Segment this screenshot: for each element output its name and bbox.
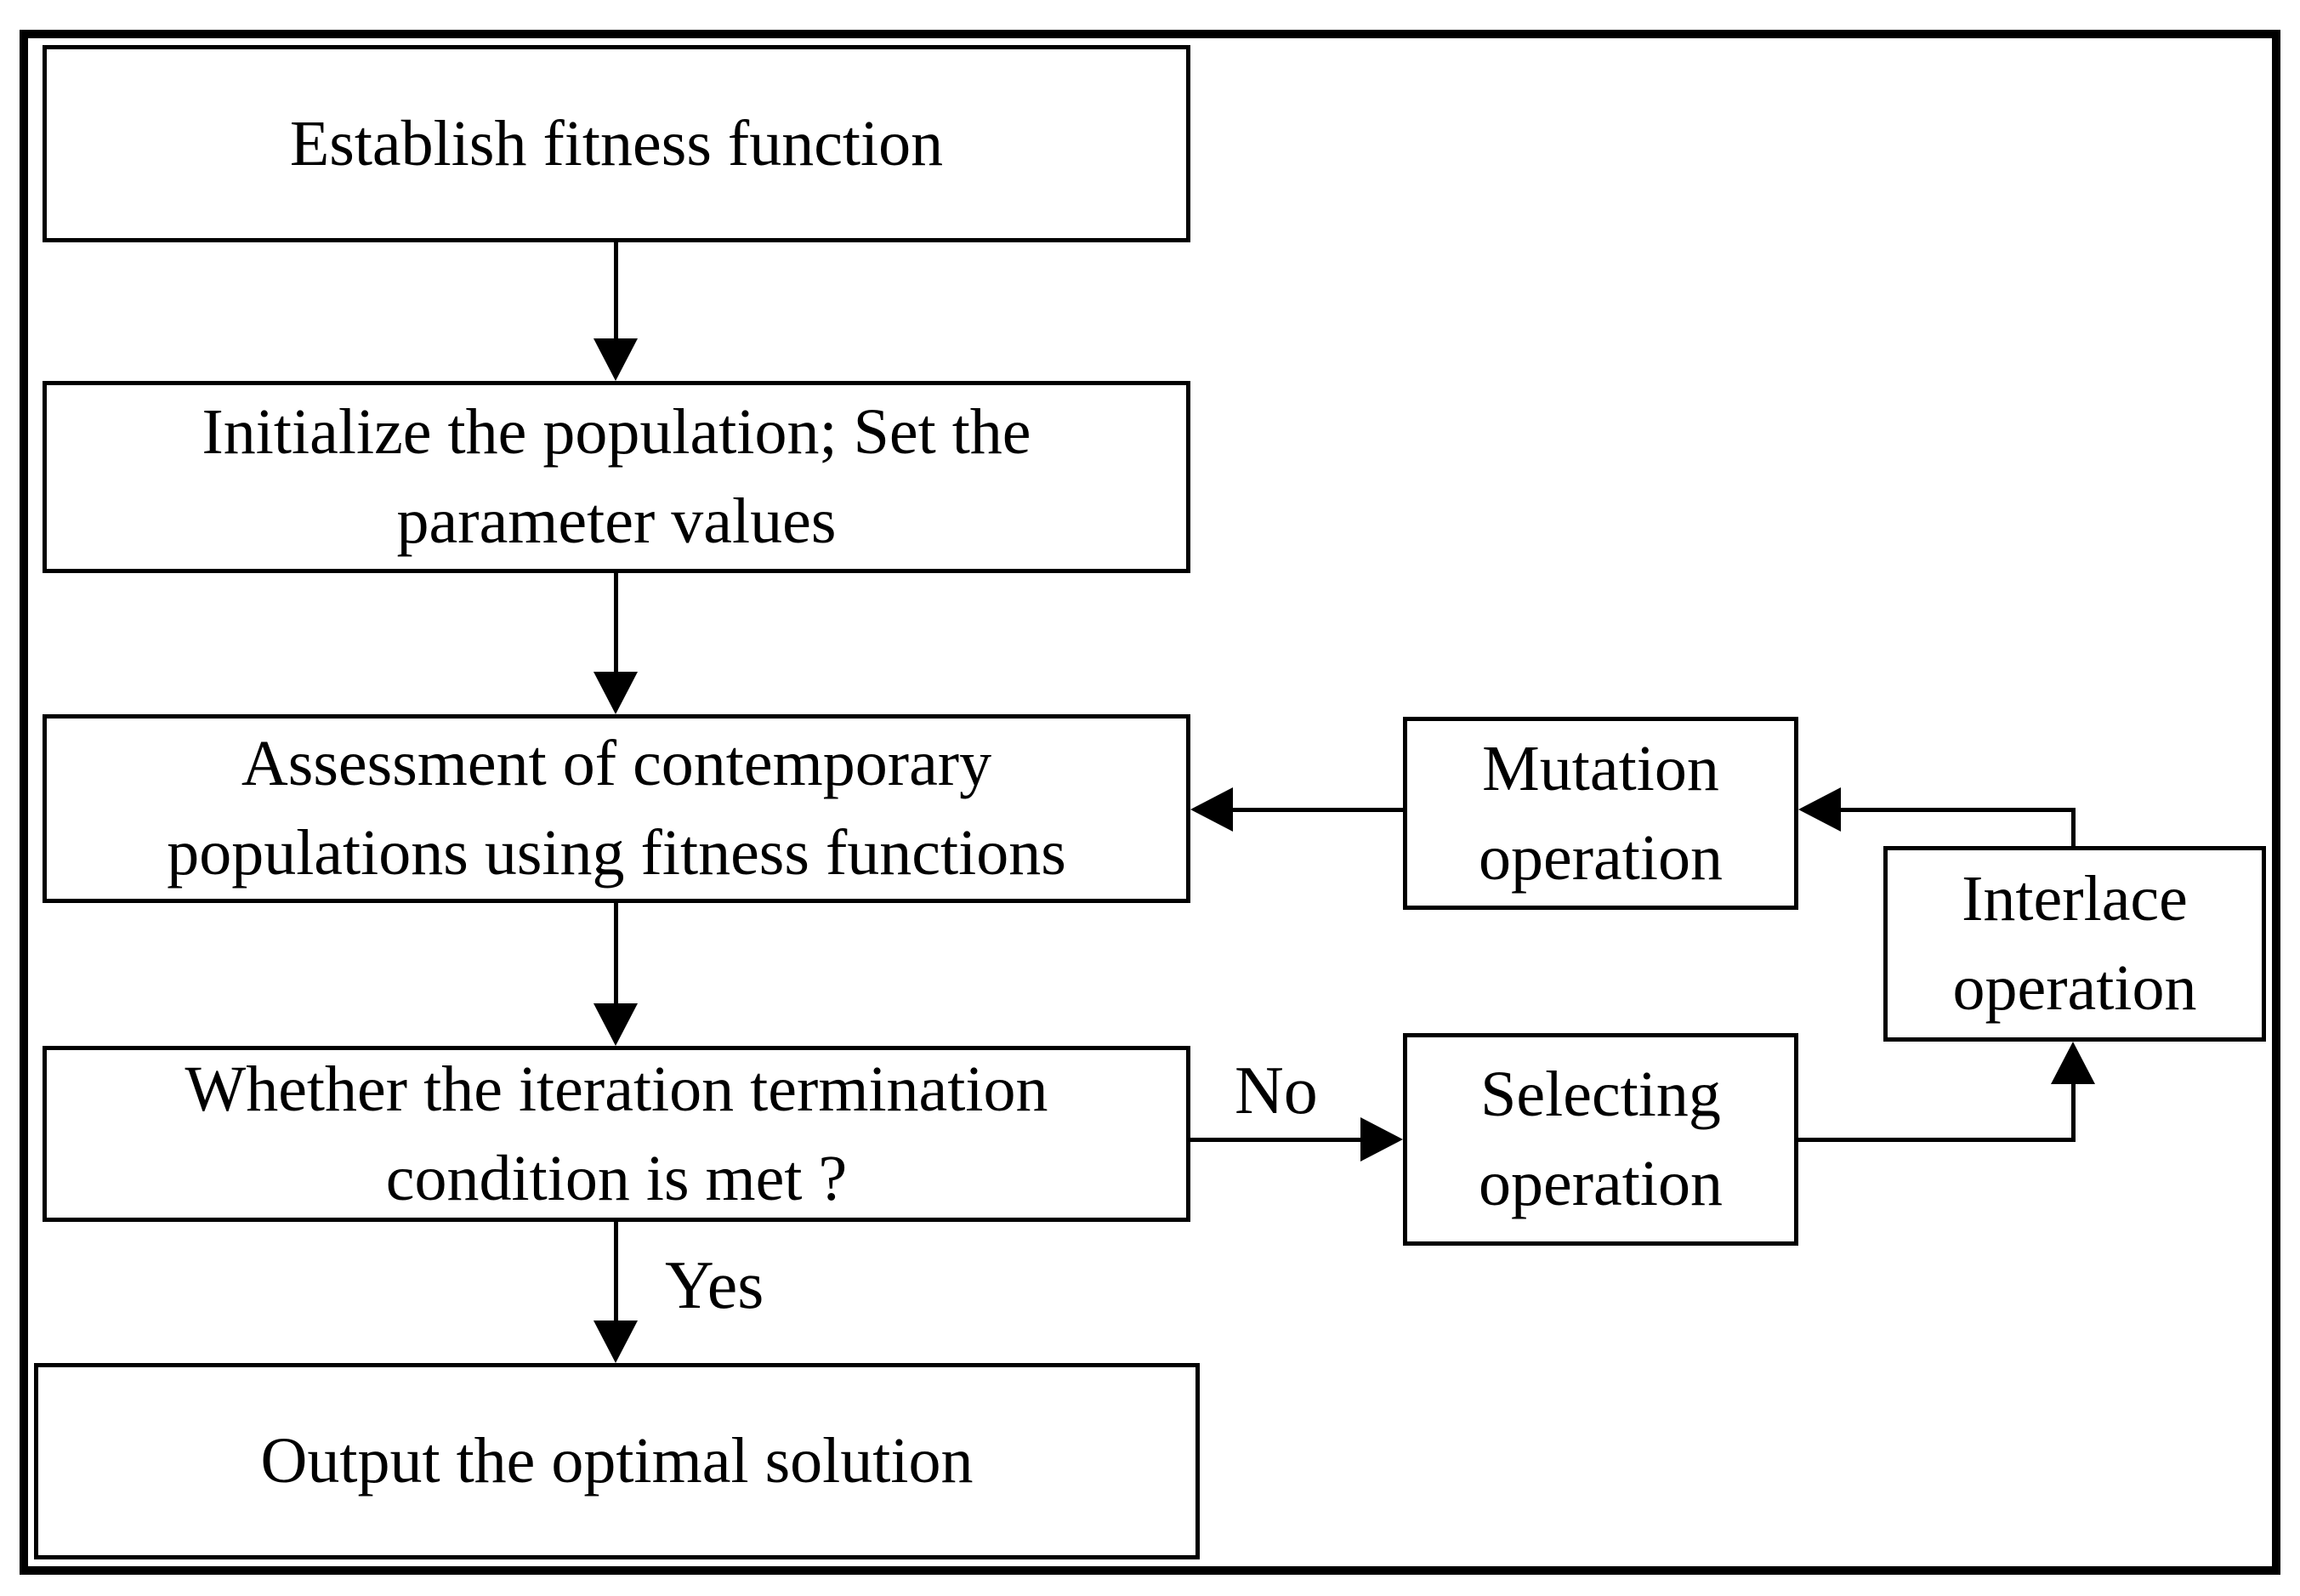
arrow-selecting-to-interlace-head xyxy=(2051,1042,2095,1084)
arrow-interlace-to-mutation-head xyxy=(1798,787,1841,832)
node-text-line: Mutation xyxy=(1482,732,1719,804)
arrow-assessment-to-condition-head xyxy=(593,1003,638,1046)
node-selecting-operation: Selecting operation xyxy=(1403,1033,1798,1246)
node-text-line: operation xyxy=(1478,1148,1723,1219)
node-text-line: parameter values xyxy=(396,486,837,557)
node-termination-condition-check: Whether the iteration termination condit… xyxy=(43,1046,1190,1222)
node-text-line: operation xyxy=(1478,821,1723,894)
node-mutation-operation: Mutation operation xyxy=(1403,717,1798,910)
arrow-condition-to-output-line xyxy=(614,1222,618,1322)
node-establish-fitness-function: Establish fitness function xyxy=(43,45,1190,242)
edge-label-no: No xyxy=(1235,1054,1318,1128)
arrow-selecting-to-interlace-hline xyxy=(1798,1138,2075,1142)
node-text-line: Whether the iteration termination xyxy=(185,1053,1048,1125)
arrow-initialize-to-assessment-line xyxy=(614,573,618,673)
node-text-line: populations using fitness functions xyxy=(167,817,1066,889)
arrow-condition-to-output-head xyxy=(593,1321,638,1363)
arrow-mutation-to-assessment-line xyxy=(1230,808,1403,812)
arrow-condition-to-selecting-head xyxy=(1360,1117,1403,1162)
edge-label-yes: Yes xyxy=(665,1248,764,1323)
node-text-line: operation xyxy=(1952,952,2197,1024)
node-assessment-of-populations: Assessment of contemporary populations u… xyxy=(43,714,1190,903)
arrow-establish-to-initialize-head xyxy=(593,338,638,381)
figure-border xyxy=(20,30,2280,1575)
node-text-line: condition is met ? xyxy=(385,1142,848,1214)
node-text-line: Initialize the population; Set the xyxy=(202,396,1031,469)
node-text-line: Selecting xyxy=(1480,1059,1721,1131)
arrow-condition-to-selecting-line xyxy=(1190,1138,1360,1142)
node-text-line: Assessment of contemporary xyxy=(241,728,992,800)
node-initialize-population: Initialize the population; Set the param… xyxy=(43,381,1190,573)
arrow-assessment-to-condition-line xyxy=(614,903,618,1005)
arrow-selecting-to-interlace-vline xyxy=(2071,1080,2076,1142)
arrow-interlace-to-mutation-hline xyxy=(1837,808,2076,812)
arrow-mutation-to-assessment-head xyxy=(1190,787,1233,832)
node-text-line: Output the optimal solution xyxy=(260,1425,974,1497)
node-text-line: Establish fitness function xyxy=(289,107,944,179)
node-interlace-operation: Interlace operation xyxy=(1883,846,2266,1042)
node-text-line: Interlace xyxy=(1962,863,2188,935)
arrow-establish-to-initialize-line xyxy=(614,242,618,343)
arrow-interlace-to-mutation-vline xyxy=(2071,810,2076,846)
arrow-initialize-to-assessment-head xyxy=(593,672,638,714)
node-output-optimal-solution: Output the optimal solution xyxy=(34,1363,1200,1559)
